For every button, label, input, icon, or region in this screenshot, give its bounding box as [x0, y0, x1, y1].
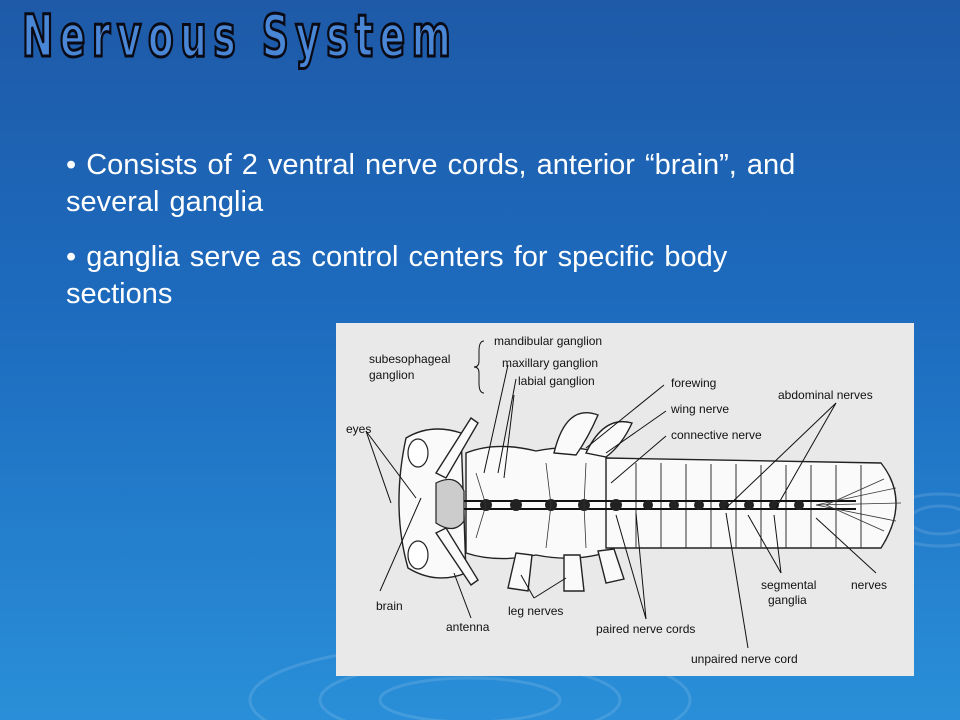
- insect-diagram-svg: subesophageal ganglion mandibular gangli…: [346, 334, 902, 666]
- label-brain: brain: [376, 599, 403, 613]
- wing: [553, 412, 599, 456]
- label-unpaired-nerve-cord: unpaired nerve cord: [691, 652, 798, 666]
- label-paired-nerve-cords: paired nerve cords: [596, 622, 695, 636]
- slide-title: Nervous System: [21, 1, 458, 72]
- label-nerves: nerves: [851, 578, 887, 592]
- label-leg-nerves: leg nerves: [508, 604, 563, 618]
- label-labial-ganglion: labial ganglion: [518, 374, 595, 388]
- nervous-system-diagram: subesophageal ganglion mandibular gangli…: [336, 323, 914, 676]
- label-subesophageal-ganglion: ganglion: [369, 368, 414, 382]
- bullet-item: • Consists of 2 ventral nerve cords, ant…: [66, 149, 796, 218]
- label-maxillary-ganglion: maxillary ganglion: [502, 356, 598, 370]
- bullet-item: • ganglia serve as control centers for s…: [66, 241, 728, 310]
- label-connective-nerve: connective nerve: [671, 428, 762, 442]
- label-eyes: eyes: [346, 422, 371, 436]
- brain: [435, 478, 465, 530]
- label-forewing: forewing: [671, 376, 716, 390]
- bullet-list: • Consists of 2 ventral nerve cords, ant…: [66, 147, 826, 331]
- label-abdominal-nerves: abdominal nerves: [778, 388, 873, 402]
- label-mandibular-ganglion: mandibular ganglion: [494, 334, 602, 348]
- leg: [563, 554, 585, 592]
- label-segmental: segmental: [761, 578, 816, 592]
- label-segmental-ganglia: ganglia: [768, 593, 807, 607]
- label-antenna: antenna: [446, 620, 490, 634]
- leg: [597, 548, 625, 584]
- leg: [507, 552, 533, 592]
- wing: [584, 421, 633, 458]
- antenna-lower: [434, 527, 479, 586]
- eye: [407, 438, 429, 468]
- antenna-upper: [434, 417, 479, 479]
- label-wing-nerve: wing nerve: [670, 402, 729, 416]
- label-subesophageal: subesophageal: [369, 352, 450, 366]
- eye: [407, 540, 429, 570]
